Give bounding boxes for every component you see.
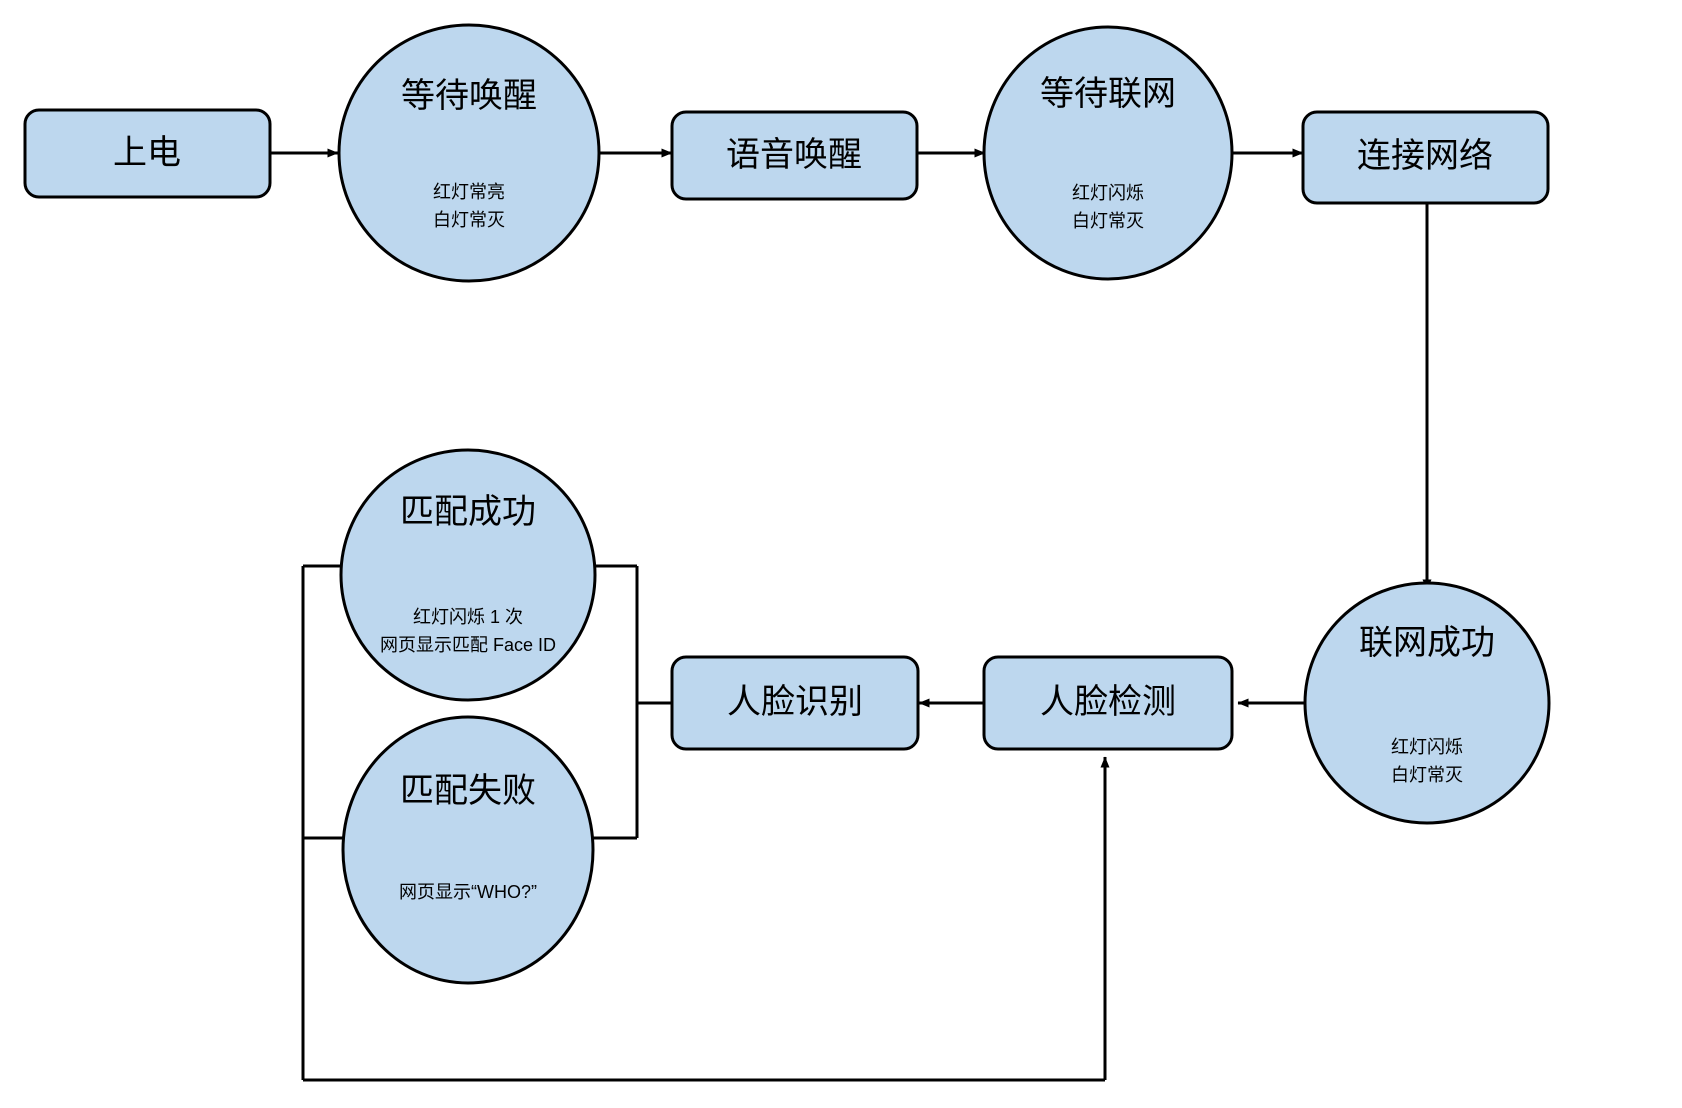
node-match-success-shape[interactable] [339, 448, 597, 702]
node-match-success-sub2: 网页显示匹配 Face ID [380, 635, 556, 655]
node-match-success-sub1: 红灯闪烁 1 次 [413, 607, 523, 627]
node-match-fail-sub1: 网页显示“WHO?” [399, 882, 537, 902]
node-waiting-wakeup-sub2: 白灯常灭 [433, 210, 505, 230]
node-network-success-sub1: 红灯闪烁 [1391, 737, 1463, 757]
node-match-success-label: 匹配成功 [400, 493, 536, 531]
node-waiting-wakeup-sub1: 红灯常亮 [433, 182, 505, 202]
node-waiting-network-shape[interactable] [982, 25, 1234, 281]
node-waiting-wakeup-label: 等待唤醒 [401, 77, 537, 115]
node-power-on[interactable]: 上电 [23, 108, 272, 199]
node-waiting-network-sub1: 红灯闪烁 [1072, 183, 1144, 203]
node-face-recognize-shape[interactable] [670, 655, 920, 751]
node-match-fail[interactable]: 匹配失败 网页显示“WHO?” [341, 715, 595, 985]
node-face-recognize[interactable]: 人脸识别 [670, 655, 920, 751]
node-waiting-network[interactable]: 等待联网 红灯闪烁 白灯常灭 [982, 25, 1234, 281]
node-connect-network-label: 连接网络 [1357, 137, 1493, 175]
node-waiting-wakeup-shape[interactable] [337, 23, 601, 283]
node-network-success-shape[interactable] [1303, 581, 1551, 825]
node-voice-wakeup[interactable]: 语音唤醒 [670, 110, 919, 201]
node-waiting-wakeup[interactable]: 等待唤醒 红灯常亮 白灯常灭 [337, 23, 601, 283]
node-network-success-label: 联网成功 [1359, 624, 1495, 662]
node-voice-wakeup-shape[interactable] [670, 110, 919, 201]
node-waiting-network-sub2: 白灯常灭 [1072, 211, 1144, 231]
node-connect-network[interactable]: 连接网络 [1301, 110, 1550, 205]
node-network-success-sub2: 白灯常灭 [1391, 765, 1463, 785]
node-match-fail-label: 匹配失败 [400, 772, 536, 810]
node-face-detect-label: 人脸检测 [1040, 683, 1176, 721]
node-face-recognize-label: 人脸识别 [727, 683, 863, 721]
node-power-on-label: 上电 [113, 134, 181, 172]
node-match-success[interactable]: 匹配成功 红灯闪烁 1 次 网页显示匹配 Face ID [339, 448, 597, 702]
node-network-success[interactable]: 联网成功 红灯闪烁 白灯常灭 [1303, 581, 1551, 825]
node-match-fail-shape[interactable] [341, 715, 595, 985]
node-face-detect-shape[interactable] [982, 655, 1234, 751]
node-power-on-shape[interactable] [23, 108, 272, 199]
node-connect-network-shape[interactable] [1301, 110, 1550, 205]
node-voice-wakeup-label: 语音唤醒 [726, 136, 862, 174]
node-face-detect[interactable]: 人脸检测 [982, 655, 1234, 751]
node-waiting-network-label: 等待联网 [1040, 75, 1176, 113]
